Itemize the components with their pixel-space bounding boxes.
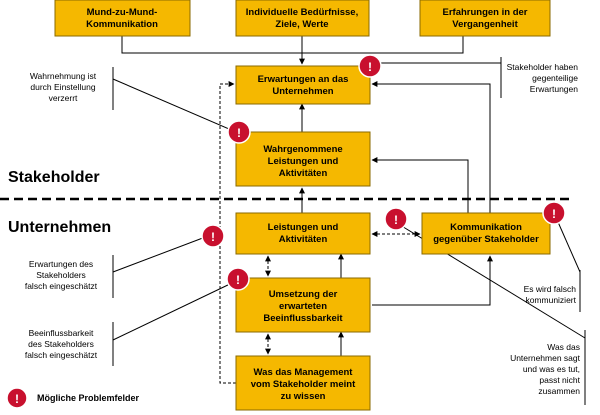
box-mund-line-2: Kommunikation	[86, 19, 158, 30]
note-sagt-tut-line-5: zusammen	[538, 386, 580, 396]
box-erfahrungen-line-1: Erfahrungen in der	[443, 7, 528, 18]
box-leistungen-line-1: Leistungen und	[268, 222, 339, 233]
section-label-stakeholder: Stakeholder	[8, 169, 100, 186]
note-wahrnehmung-line-2: durch Einstellung	[30, 82, 95, 92]
box-umsetzung-line-3: Beeinflussbarkeit	[263, 313, 343, 324]
note-gegenteilige-line-3: Erwartungen	[530, 84, 578, 94]
note-falsch-kommuniziert-line-1: Es wird falsch	[524, 284, 577, 294]
note-lines	[112, 57, 586, 405]
note-erwartungen-falsch-line-3: falsch eingeschätzt	[25, 281, 98, 291]
box-erwartungen-line-1: Erwartungen an das	[258, 74, 349, 85]
note-beeinflussbarkeit-line-1: Beeinflussbarkeit	[29, 328, 94, 338]
note-erwartungen-falsch-line-1: Erwartungen des	[29, 259, 93, 269]
problem-mark: !	[368, 60, 372, 74]
box-beduerfnisse-line-2: Ziele, Werte	[275, 19, 328, 30]
note-sagt-tut-line-2: Unternehmen sagt	[510, 353, 581, 363]
top-merge-line	[121, 36, 464, 54]
problem-mark: !	[237, 126, 241, 140]
problem-icon-sagt-tut: !	[384, 207, 408, 231]
box-umsetzung-line-1: Umsetzung der	[269, 289, 338, 300]
box-management-line-2: vom Stakeholder meint	[251, 379, 356, 390]
box-kommunikation-line-2: gegenüber Stakeholder	[433, 234, 539, 245]
problem-icon-beeinflussbarkeit: !	[226, 267, 250, 291]
arrow-umsetzung-to-kommunikation	[372, 255, 493, 306]
problem-icon-erwartungen-falsch: !	[201, 224, 225, 248]
section-label-unternehmen: Unternehmen	[8, 219, 111, 236]
note-sagt-tut-line-1: Was das	[547, 342, 580, 352]
arrow-kommunikation-to-wahrgenommene	[371, 157, 469, 213]
box-management-line-3: zu wissen	[281, 391, 326, 402]
legend-mark: !	[15, 392, 19, 406]
legend-label: Mögliche Problemfelder	[37, 393, 140, 403]
svg-text:Mund-zu-Mund-Kommunikation: Mund-zu-Mund-Kommunikation	[86, 7, 158, 30]
leader-beeinflussbarkeit	[112, 282, 233, 341]
note-gegenteilige-line-1: Stakeholder haben	[507, 62, 579, 72]
problem-icon-falsch-kommuniziert: !	[542, 201, 566, 225]
note-wahrnehmung-line-3: verzerrt	[49, 93, 78, 103]
box-wahrgenommene-line-2: Leistungen und	[268, 156, 339, 167]
note-beeinflussbarkeit-line-3: falsch eingeschätzt	[25, 350, 98, 360]
problem-mark: !	[552, 207, 556, 221]
note-gegenteilige-line-2: gegenteilige	[532, 73, 578, 83]
note-wahrnehmung-line-1: Wahrnehmung ist	[30, 71, 97, 81]
leader-falsch-kommuniziert	[557, 221, 581, 273]
legend: ! Mögliche Problemfelder	[6, 387, 140, 409]
arrow-kommunikation-to-erwartungen	[371, 81, 491, 213]
box-wahrgenommene-line-1: Wahrgenommene	[263, 144, 342, 155]
leader-erwartungen-falsch	[112, 235, 209, 273]
box-beduerfnisse: Individuelle Bedürfnisse,Ziele, Werte	[235, 0, 370, 37]
box-kommunikation-line-1: Kommunikation	[450, 222, 522, 233]
svg-text:Individuelle Bedürfnisse,Ziele: Individuelle Bedürfnisse,Ziele, Werte	[246, 7, 358, 30]
legend-problem-icon: !	[6, 387, 28, 409]
leader-wahrnehmung	[112, 78, 237, 133]
problem-icon-gegenteilige: !	[358, 54, 382, 78]
box-mund-line-1: Mund-zu-Mund-	[87, 7, 158, 18]
problem-mark: !	[211, 230, 215, 244]
note-falsch-kommuniziert-line-2: kommuniziert	[525, 295, 576, 305]
box-erfahrungen-line-2: Vergangenheit	[452, 19, 518, 30]
note-erwartungen-falsch-line-2: Stakeholders	[36, 270, 86, 280]
note-sagt-tut-line-3: und was es tut,	[523, 364, 580, 374]
problem-mark: !	[394, 213, 398, 227]
box-beduerfnisse-line-1: Individuelle Bedürfnisse,	[246, 7, 358, 18]
box-mund: Mund-zu-Mund-Kommunikation	[54, 0, 191, 37]
box-management-line-1: Was das Management	[254, 367, 354, 378]
note-beeinflussbarkeit-line-2: des Stakeholders	[28, 339, 94, 349]
box-wahrgenommene-line-3: Aktivitäten	[279, 168, 328, 179]
box-leistungen-line-2: Aktivitäten	[279, 234, 328, 245]
box-erwartungen-line-2: Unternehmen	[272, 86, 333, 97]
problem-mark: !	[236, 273, 240, 287]
problem-icon-wahrnehmung: !	[227, 120, 251, 144]
box-umsetzung-line-2: erwarteten	[279, 301, 327, 312]
note-sagt-tut-line-4: passt nicht	[539, 375, 580, 385]
